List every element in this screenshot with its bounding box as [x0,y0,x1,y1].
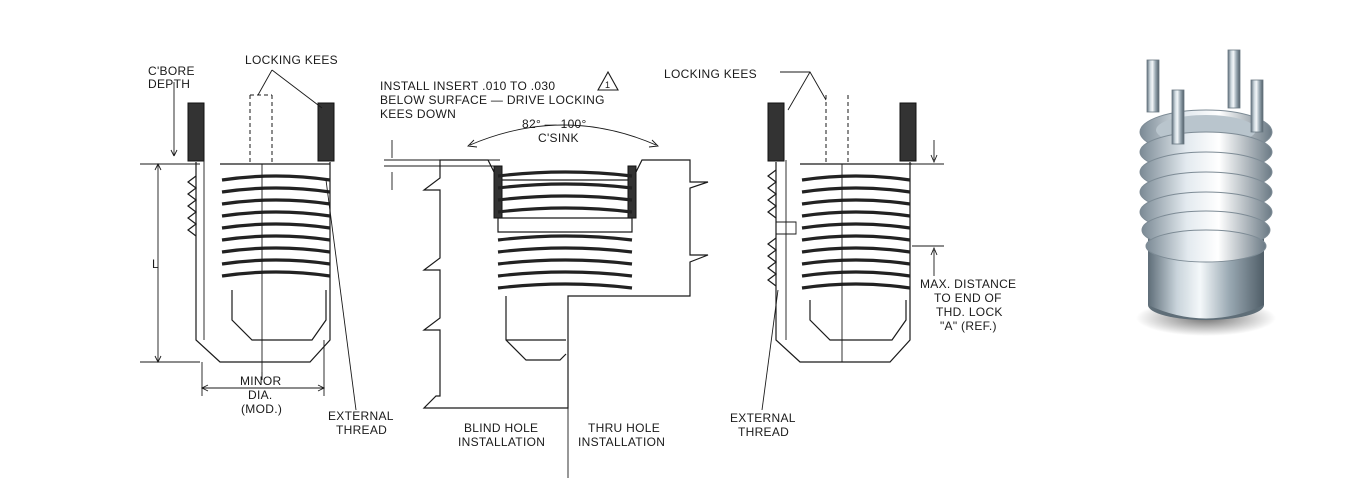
cbore-label-line1: C'BORE [148,64,195,78]
left-key-right [317,102,335,162]
max-distance-line3: THD. LOCK [936,305,1003,319]
install-note-line3: KEES DOWN [380,107,456,121]
insert-3d-render [1136,49,1276,336]
minor-dia-line1: MINOR [240,374,282,388]
install-note-line1: INSTALL INSERT .010 TO .030 [380,79,555,93]
external-thread-right-line2: THREAD [738,425,789,439]
external-thread-right-line1: EXTERNAL [730,411,796,425]
thru-hole-line1: THRU HOLE [588,421,660,435]
max-distance-line4: "A" (REF.) [940,319,997,333]
left-key-left [187,102,205,162]
center-internal-thread [497,170,633,290]
length-label: L [152,257,159,271]
thru-hole-line2: INSTALLATION [578,435,665,449]
insert-thread-rings [1139,109,1273,263]
left-hidden-key [249,94,273,162]
locking-kees-right-label: LOCKING KEES [664,67,757,81]
left-internal-thread [221,164,331,380]
right-insert-view: LOCKING KEES MAX. DISTANCE TO END OF THD… [664,67,1016,439]
right-key-right [899,102,917,162]
left-external-thread [187,175,197,237]
blind-hole-line2: INSTALLATION [458,435,545,449]
right-key-left [767,102,785,162]
warning-mark: 1 [605,80,610,90]
max-distance-line1: MAX. DISTANCE [920,277,1016,291]
csink-label: C'SINK [538,131,579,145]
minor-dia-line2: DIA. [248,388,273,402]
install-note-line2: BELOW SURFACE — DRIVE LOCKING [380,93,605,107]
angle-label: 82° — 100° [522,117,587,131]
insert-locking-keys [1146,49,1264,145]
left-body-outline [195,162,331,363]
workpiece-outline [422,159,709,409]
minor-dia-line3: (MOD.) [241,402,282,416]
left-insert-view: C'BORE DEPTH LOCKING KEES L MINOR DIA. (… [140,53,394,437]
cbore-label-line2: DEPTH [148,77,190,91]
max-distance-line2: TO END OF [934,291,1002,305]
external-thread-left-line1: EXTERNAL [328,409,394,423]
right-internal-thread [801,164,911,362]
center-installation-view: INSTALL INSERT .010 TO .030 BELOW SURFAC… [380,70,709,478]
right-external-thread [767,169,777,287]
blind-hole-line1: BLIND HOLE [464,421,538,435]
external-thread-left-line2: THREAD [336,423,387,437]
warning-triangle-icon: 1 [597,70,619,91]
locking-kees-left-label: LOCKING KEES [245,53,338,67]
